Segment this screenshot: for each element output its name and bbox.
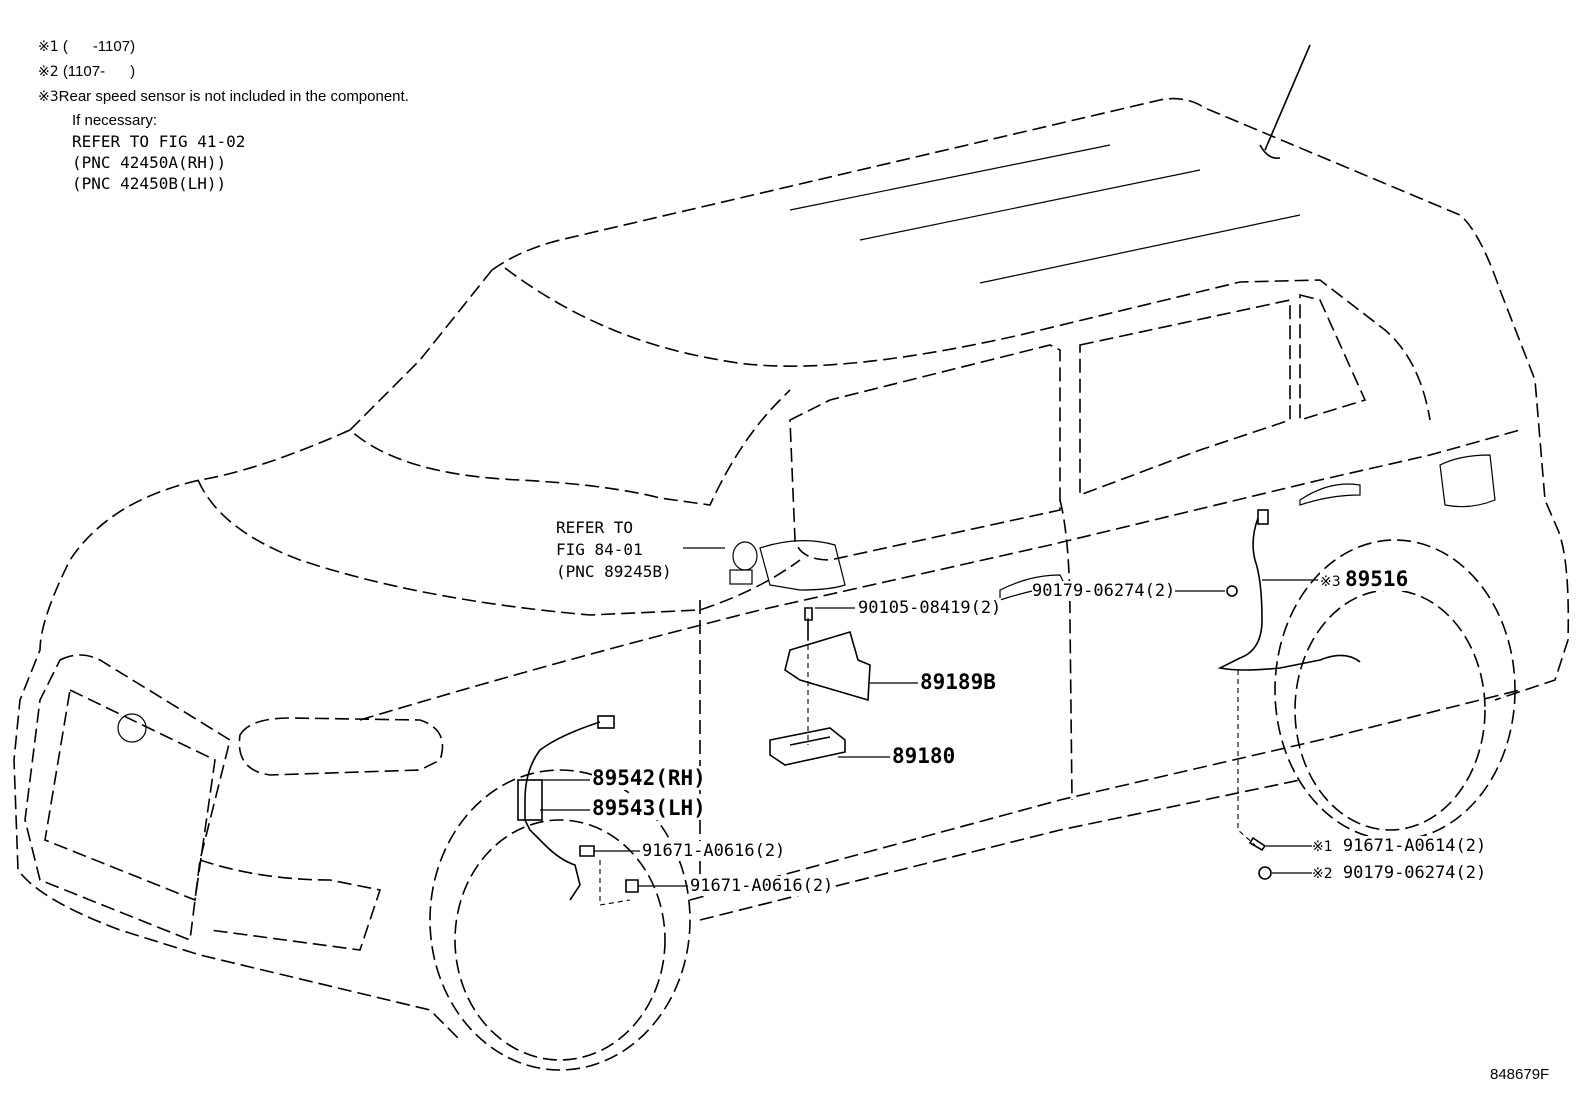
rear-speed-sensor-icon [1217,517,1361,671]
mirror-ref-line1: REFER TO [556,518,634,537]
mark-1: ※1 [1312,839,1333,855]
callout-91671-a0616-a[interactable]: 91671-A0616(2) [642,841,786,861]
quarter-window [1299,293,1367,422]
mark-2: ※2 [1312,866,1333,882]
rear-window [1079,299,1291,497]
bumper [199,859,382,951]
callout-89516[interactable]: 89516 [1345,567,1409,591]
mirror-ref-line2: FIG 84-01 [556,540,643,559]
callout-91671-a0614-text[interactable]: 91671-A0614(2) [1342,836,1487,856]
nut-icon [1226,585,1238,597]
ecu-module-icon [769,727,846,766]
note-2-mark: ※2 [38,64,59,80]
note-1: ※1 ( -1107) [38,38,135,56]
rocker-panel [689,689,1521,901]
note-pnc-rh: (PNC 42450A(RH)) [72,153,227,172]
hood-curve [197,479,801,616]
windshield-top [504,267,1431,421]
headlamp [238,717,444,776]
callout-91671-a0614: ※1 91671-A0614(2) [1312,836,1487,857]
front-sensor-connector [597,715,615,729]
bracket-icon [784,631,871,702]
windshield [348,269,791,506]
note-1-text: ( -1107) [62,38,136,55]
roof-rail-3 [979,214,1301,284]
grille-inner [44,688,216,902]
front-speed-sensor-icon [524,721,601,901]
roof-rail-1 [789,144,1111,211]
front-bolt-1 [579,845,595,857]
callout-89180[interactable]: 89180 [892,744,956,768]
rear-door-handle [1299,483,1361,506]
note-3: ※3Rear speed sensor is not included in t… [38,88,409,106]
note-3-text: Rear speed sensor is not included in the… [58,88,409,105]
front-wheel [454,819,666,1061]
rear-bolt-icon [1248,836,1267,852]
note-if-necessary: If necessary: [72,112,158,129]
mirror-motor-icon [732,541,758,571]
rear-nut-icon [1258,866,1272,880]
callout-90179-06274-lower: ※2 90179-06274(2) [1312,863,1487,884]
note-pnc-lh: (PNC 42450B(LH)) [72,174,227,193]
note-2: ※2 (1107- ) [38,63,135,81]
callout-90179-06274-lower-text[interactable]: 90179-06274(2) [1342,863,1487,883]
callout-89543-lh[interactable]: 89543(LH) [592,796,706,820]
front-wheel-arch [429,769,691,1071]
mark-3: ※3 [1320,574,1341,590]
note-3-mark: ※3 [38,89,59,105]
callout-90179-06274-upper[interactable]: 90179-06274(2) [1032,581,1176,601]
mirror-ref-line3: (PNC 89245B) [556,562,672,581]
emblem-icon [117,713,147,743]
rear-sensor-dash [1237,670,1256,846]
mirror-part-icon [729,569,753,585]
side-mirror [759,540,846,591]
front-sensor-clip [517,779,543,821]
callout-91671-a0616-b[interactable]: 91671-A0616(2) [690,876,834,896]
front-sensor-dash [599,860,631,906]
roof-rail-2 [859,169,1201,241]
note-refer-fig: REFER TO FIG 41-02 [72,132,246,151]
front-window [789,344,1061,561]
rocker-lower [699,779,1301,921]
note-1-mark: ※1 [38,39,59,55]
callout-89189b[interactable]: 89189B [920,670,996,694]
note-2-text: (1107- ) [62,63,136,80]
callout-90105-08419[interactable]: 90105-08419(2) [858,598,1002,618]
hood-outline [13,429,461,1041]
beltline [359,429,1521,721]
front-bolt-2 [625,879,639,893]
front-door-rear-edge [1059,499,1073,801]
fuel-door [1439,454,1496,508]
rear-wheel [1294,589,1486,831]
roof-outline [491,97,1570,701]
callout-89542-rh[interactable]: 89542(RH) [592,766,706,790]
figure-id: 848679F [1490,1066,1550,1083]
rear-sensor-connector [1257,509,1269,525]
callout-89516-mark: ※3 [1320,571,1341,592]
grille [24,654,231,942]
bolt-icon [804,607,813,640]
antenna-icon [1259,44,1311,160]
